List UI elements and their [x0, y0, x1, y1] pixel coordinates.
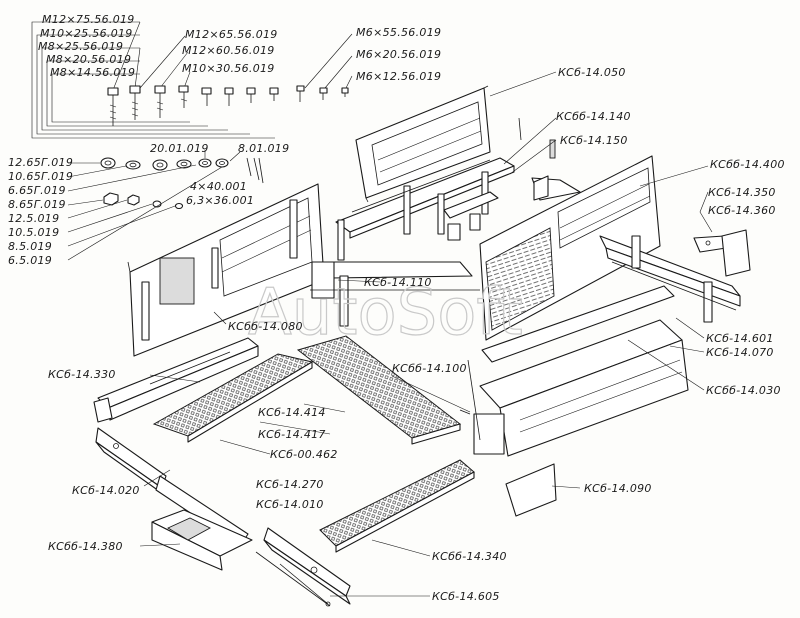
- label-pin-6-3x36: 6,3×36.001: [186, 194, 254, 207]
- label-nut-6-5: 6.5.019: [8, 254, 52, 267]
- bolt-m12x60: [154, 85, 166, 118]
- label-ksb-14-605: КСб-14.605: [432, 590, 500, 603]
- part-labels: M12×75.56.019 M10×25.56.019 M8×25.56.019…: [8, 13, 785, 603]
- label-bolt-m6x12: M6×12.56.019: [356, 70, 441, 83]
- label-bolt-m12x60: M12×60.56.019: [182, 44, 275, 57]
- label-ksb-14-090: КСб-14.090: [584, 482, 652, 495]
- bolt-m8x25: [224, 87, 234, 106]
- washer-leaders: [67, 150, 241, 261]
- label-ksb-00-462: КСб-00.462: [270, 448, 338, 461]
- bolt-m6x12: [341, 87, 349, 97]
- label-ksb-14-110: КСб-14.110: [364, 276, 432, 289]
- side-wall-14-400: [479, 155, 661, 341]
- bolt-m12x75: [107, 87, 119, 126]
- bolt-m10x25: [201, 87, 212, 106]
- label-bolt-m12x75: M12×75.56.019: [42, 13, 135, 26]
- bolt-m6x55: [296, 85, 305, 102]
- bolt-m10x30: [178, 85, 189, 108]
- label-bolt-m6x20: M6×20.56.019: [356, 48, 441, 61]
- label-ksb-14-020: КСб-14.020: [72, 484, 140, 497]
- mesh-floor-14-417: [152, 353, 314, 443]
- rail-14-010: [255, 527, 351, 607]
- label-nut-12-5: 12.5.019: [8, 212, 59, 225]
- label-ksb-14-350: КСб-14.350: [708, 186, 776, 199]
- label-ksb-14-601: КСб-14.601: [706, 332, 774, 345]
- part-leader-lines: [139, 71, 713, 597]
- step-14-330: [93, 337, 259, 423]
- fastener-leader-bracket: [31, 21, 353, 139]
- label-ksb-14-360: КСб-14.360: [708, 204, 776, 217]
- label-ksbb-14-030: КСбб-14.030: [706, 384, 781, 397]
- rear-panel-14-050: [355, 85, 522, 203]
- bench-frame-14-140: [335, 139, 556, 261]
- label-washer-10-65g: 10.65Г.019: [8, 170, 73, 183]
- label-part-8-01: 8.01.019: [238, 142, 289, 155]
- label-ksb-14-070: КСб-14.070: [706, 346, 774, 359]
- label-bolt-m8x14: M8×14.56.019: [50, 66, 135, 79]
- bracket-14-350: [693, 229, 751, 277]
- bolt-m12x65: [129, 85, 141, 120]
- label-washer-12-65g: 12.65Г.019: [8, 156, 73, 169]
- bolt-m8x20: [246, 87, 256, 103]
- label-part-20-01: 20.01.019: [150, 142, 209, 155]
- label-ksb-14-414: КСб-14.414: [258, 406, 326, 419]
- bolt-m8x14: [269, 87, 279, 101]
- label-ksbb-14-080: КСбб-14.080: [228, 320, 303, 333]
- label-ksb-14-270: КСб-14.270: [256, 478, 324, 491]
- flap-14-090: [505, 463, 557, 517]
- label-bolt-m6x55: M6×55.56.019: [356, 26, 441, 39]
- label-ksb-14-417: КСб-14.417: [258, 428, 326, 441]
- bolt-set: [107, 85, 349, 126]
- label-ksbb-14-140: КСбб-14.140: [556, 110, 631, 123]
- label-nut-10-5: 10.5.019: [8, 226, 59, 239]
- label-ksb-14-050: КСб-14.050: [558, 66, 626, 79]
- mesh-floor-14-270: [319, 459, 475, 553]
- box-14-380: [151, 509, 253, 571]
- label-washer-6-65g: 6.65Г.019: [8, 184, 66, 197]
- label-bolt-m12x65: M12×65.56.019: [185, 28, 278, 41]
- label-ksbb-14-400: КСбб-14.400: [710, 158, 785, 171]
- label-bolt-m8x20: M8×20.56.019: [46, 53, 131, 66]
- label-bolt-m10x25: M10×25.56.019: [40, 27, 133, 40]
- label-ksb-14-150: КСб-14.150: [560, 134, 628, 147]
- label-washer-8-65g: 8.65Г.019: [8, 198, 66, 211]
- mesh-floor-14-414: [296, 335, 462, 445]
- washers-and-nuts: [100, 157, 264, 210]
- center-frame-14-110: [310, 261, 480, 327]
- label-nut-8-5: 8.5.019: [8, 240, 52, 253]
- label-ksb-14-330: КСб-14.330: [48, 368, 116, 381]
- label-ksbb-14-100: КСбб-14.100: [392, 362, 467, 375]
- label-ksbb-14-380: КСбб-14.380: [48, 540, 123, 553]
- watermark: AutoSoft: [248, 276, 523, 350]
- label-bolt-m8x25: M8×25.56.019: [38, 40, 123, 53]
- label-pin-4x40: 4×40.001: [190, 180, 247, 193]
- label-bolt-m10x30: M10×30.56.019: [182, 62, 275, 75]
- frame-rails-14-601: [599, 235, 741, 323]
- label-ksb-14-010: КСб-14.010: [256, 498, 324, 511]
- bolt-m6x20: [319, 87, 328, 100]
- pin-14-605: [279, 563, 331, 607]
- label-ksbb-14-340: КСбб-14.340: [432, 550, 507, 563]
